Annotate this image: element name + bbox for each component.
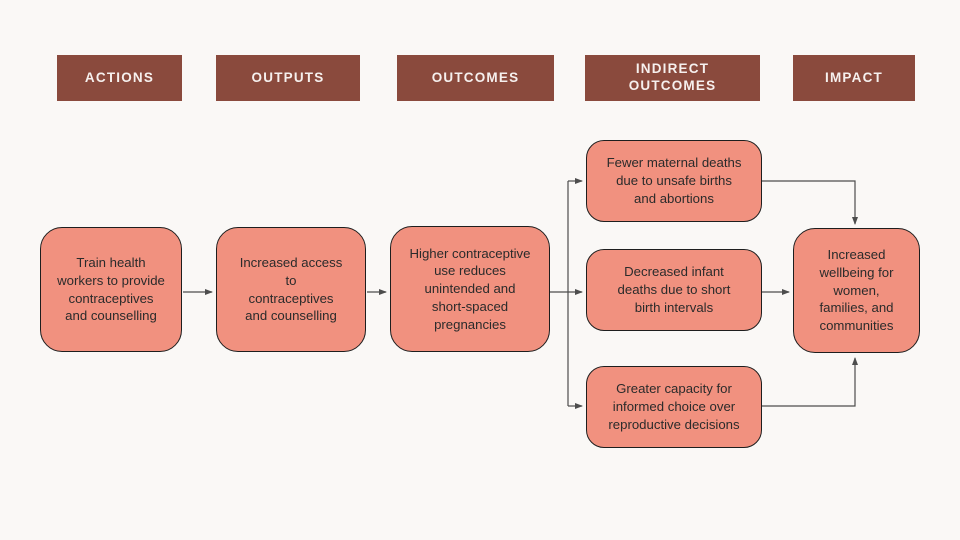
node-outcome: Higher contraceptive use reduces uninten… [390, 226, 550, 352]
header-label: IMPACT [825, 69, 883, 85]
node-label: Greater capacity for informed choice ove… [608, 381, 740, 432]
connector-indirect-1-to-impact [762, 180, 858, 225]
node-indirect-outcome-3: Greater capacity for informed choice ove… [586, 366, 762, 448]
node-label: Increased access to contraceptives and c… [239, 255, 343, 324]
connector-indirect-3-to-impact [762, 357, 858, 407]
node-label: Fewer maternal deaths due to unsafe birt… [606, 155, 742, 206]
header-label: ACTIONS [84, 69, 155, 85]
header-label: OUTPUTS [251, 69, 325, 85]
node-output: Increased access to contraceptives and c… [216, 227, 366, 352]
header-label: INDIRECT OUTCOMES [628, 61, 717, 93]
node-action: Train health workers to provide contrace… [40, 227, 182, 352]
header-outcomes: OUTCOMES [397, 55, 554, 101]
node-label: Increased wellbeing for women, families,… [819, 247, 894, 334]
node-label: Train health workers to provide contrace… [57, 255, 165, 324]
header-actions: ACTIONS [57, 55, 182, 101]
node-label: Decreased infant deaths due to short bir… [617, 264, 731, 315]
header-outputs: OUTPUTS [216, 55, 360, 101]
header-indirect-outcomes: INDIRECT OUTCOMES [585, 55, 760, 101]
node-impact: Increased wellbeing for women, families,… [793, 228, 920, 353]
header-label: OUTCOMES [431, 69, 520, 85]
node-indirect-outcome-1: Fewer maternal deaths due to unsafe birt… [586, 140, 762, 222]
node-indirect-outcome-2: Decreased infant deaths due to short bir… [586, 249, 762, 331]
header-impact: IMPACT [793, 55, 915, 101]
node-label: Higher contraceptive use reduces uninten… [409, 245, 531, 332]
